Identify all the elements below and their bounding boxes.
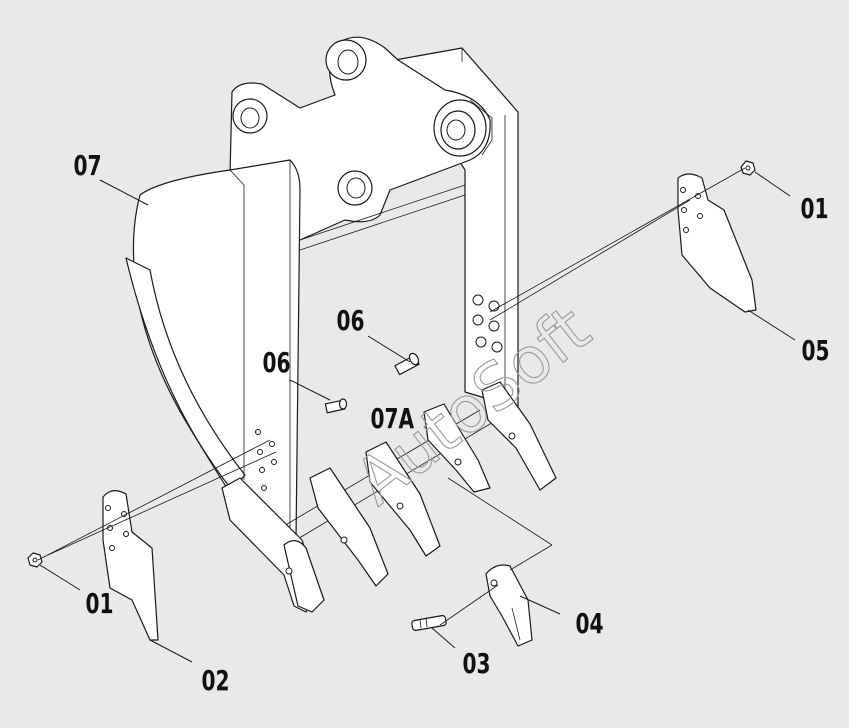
label-04: 04 [575, 607, 603, 640]
label-02: 02 [201, 664, 229, 697]
leader-lines [37, 167, 796, 663]
bucket-teeth-row [221, 381, 557, 613]
nut-left [27, 552, 43, 568]
tooth-pin [411, 614, 447, 632]
label-01-left: 01 [85, 587, 113, 620]
side-cutter-left [102, 490, 159, 641]
label-07: 07 [73, 149, 101, 182]
bolt-left [324, 398, 348, 414]
label-07a: 07A [371, 402, 415, 435]
side-cutter-right [677, 173, 757, 313]
label-06-left: 06 [262, 346, 290, 379]
right-side-bolt-holes [472, 294, 503, 353]
label-03: 03 [462, 647, 490, 680]
loose-tooth [485, 564, 533, 647]
label-06-center: 06 [336, 304, 364, 337]
nut-right [740, 160, 756, 176]
label-05: 05 [801, 334, 829, 367]
label-01-right: 01 [800, 192, 828, 225]
bolt-center [394, 352, 420, 376]
